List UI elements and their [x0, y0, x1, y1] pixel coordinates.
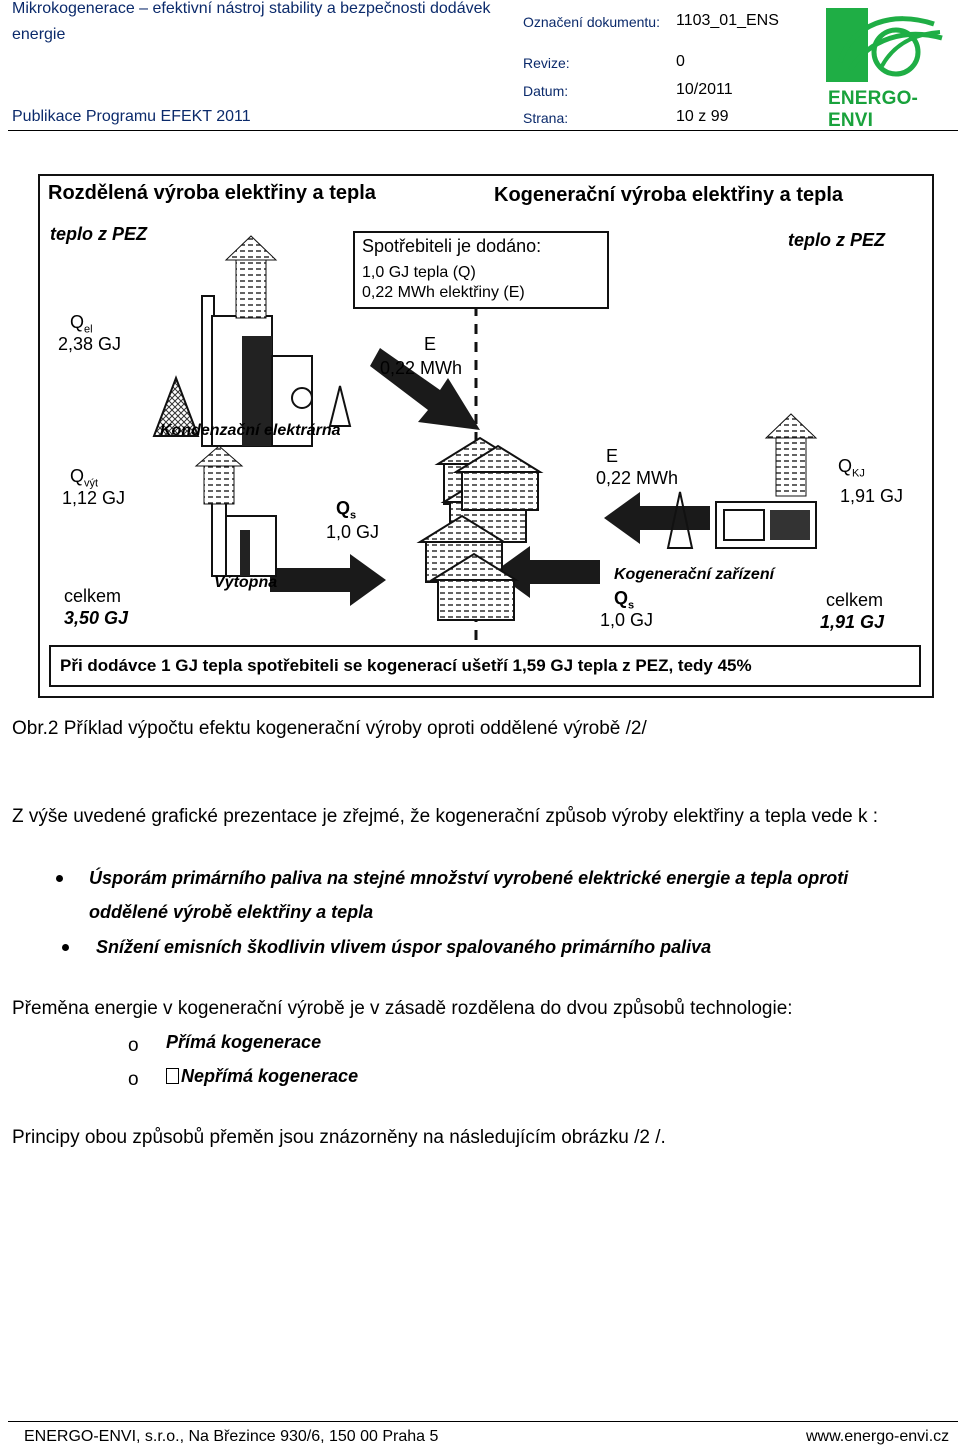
header-title-line1: Mikrokogenerace – efektivní nástroj stab…: [12, 0, 491, 17]
q-vyt-label: Qvýt: [70, 466, 99, 490]
revision-label: Revize:: [523, 55, 570, 71]
revision-value: 0: [676, 53, 685, 70]
header-title-line2: energie: [12, 26, 66, 43]
sub-item-1: Přímá kogenerace: [166, 1032, 322, 1052]
chp-unit-label: Kogenerační zařízení: [614, 566, 775, 583]
right-title: Kogenerační výroba elektřiny a tepla: [494, 184, 844, 206]
doc-label: Označení dokumentu:: [523, 14, 660, 30]
date-label: Datum:: [523, 83, 569, 99]
q-kj-label: QKJ: [838, 456, 865, 480]
page-value: 10 z 99: [676, 108, 729, 125]
houses-graphic: [416, 436, 544, 621]
condensing-plant-label: Kondenzační elektrárna: [160, 422, 341, 439]
sub-marker-2: o: [128, 1069, 139, 1090]
energo-envi-logo: [826, 8, 943, 82]
header-divider: [8, 130, 958, 131]
arrow-heat-right: [494, 546, 600, 598]
e-left-value: 0,22 MWh: [380, 358, 463, 378]
bullet1-line1: Úsporám primárního paliva na stejné množ…: [89, 868, 849, 888]
missing-glyph-box: [166, 1068, 179, 1084]
footer-address: ENERGO-ENVI, s.r.o., Na Březince 930/6, …: [24, 1428, 439, 1445]
qs-left-value: 1,0 GJ: [326, 522, 380, 542]
supplied-title: Spotřebiteli je dodáno:: [362, 236, 542, 256]
supplied-electricity: 0,22 MWh elektřiny (E): [362, 284, 525, 301]
supplied-heat: 1,0 GJ tepla (Q): [362, 264, 476, 281]
e-right-value: 0,22 MWh: [596, 468, 679, 488]
chp-unit-graphic: [666, 413, 818, 549]
e-right-label: E: [606, 446, 619, 466]
q-kj-value: 1,91 GJ: [840, 486, 904, 506]
sub-item-2: Nepřímá kogenerace: [181, 1066, 359, 1086]
bullet1-line2: oddělené výrobě elektřiny a tepla: [89, 902, 374, 922]
qs-left-label: Qs: [336, 498, 357, 522]
date-value: 10/2011: [676, 81, 733, 98]
footer-divider: [8, 1421, 958, 1422]
logo-text: ENERGO-ENVI: [828, 88, 919, 131]
total-left-value: 3,50 GJ: [64, 608, 129, 628]
arrow-heat-left: [270, 554, 386, 606]
left-title: Rozdělená výroba elektřiny a tepla: [48, 182, 376, 204]
page-label: Strana:: [523, 110, 569, 126]
bullet-dot-2: [62, 944, 69, 951]
transform-text: Přeměna energie v kogenerační výrobě je …: [12, 998, 793, 1019]
arrow-electricity-left: [370, 348, 480, 430]
principles-text: Principy obou způsobů přeměn jsou znázor…: [12, 1127, 666, 1148]
qs-right-label: Qs: [614, 588, 635, 612]
header-publication: Publikace Programu EFEKT 2011: [12, 108, 251, 125]
q-el-label: Qel: [70, 312, 93, 336]
q-el-value: 2,38 GJ: [58, 334, 122, 354]
bullet2: Snížení emisních škodlivin vlivem úspor …: [96, 937, 712, 957]
figure-summary: Při dodávce 1 GJ tepla spotřebiteli se k…: [60, 656, 752, 675]
total-left-label: celkem: [64, 586, 122, 606]
right-source: teplo z PEZ: [788, 230, 886, 250]
q-vyt-value: 1,12 GJ: [62, 488, 126, 508]
condensing-plant-graphic: [152, 235, 352, 447]
bullet-dot-1: [56, 875, 63, 882]
summary-box: [49, 645, 921, 687]
doc-value: 1103_01_ENS: [676, 12, 779, 29]
left-source: teplo z PEZ: [50, 224, 148, 244]
supplied-box: [353, 231, 609, 309]
e-left-label: E: [424, 334, 437, 354]
total-right-label: celkem: [826, 590, 884, 610]
cogeneration-figure: Rozdělená výroba elektřiny a tepla Kogen…: [38, 174, 934, 698]
intro-text: Z výše uvedené grafické prezentace je zř…: [12, 806, 879, 827]
total-right-value: 1,91 GJ: [820, 612, 885, 632]
figure-caption: Obr.2 Příklad výpočtu efektu kogenerační…: [12, 718, 647, 739]
heating-plant-label: Výtopna: [214, 574, 278, 591]
figure-graphics: [49, 231, 921, 687]
sub-marker-1: o: [128, 1035, 139, 1056]
footer-website[interactable]: www.energo-envi.cz: [806, 1428, 950, 1445]
heating-plant-graphic: [194, 445, 277, 577]
qs-right-value: 1,0 GJ: [600, 610, 654, 630]
arrow-electricity-right: [604, 492, 710, 544]
